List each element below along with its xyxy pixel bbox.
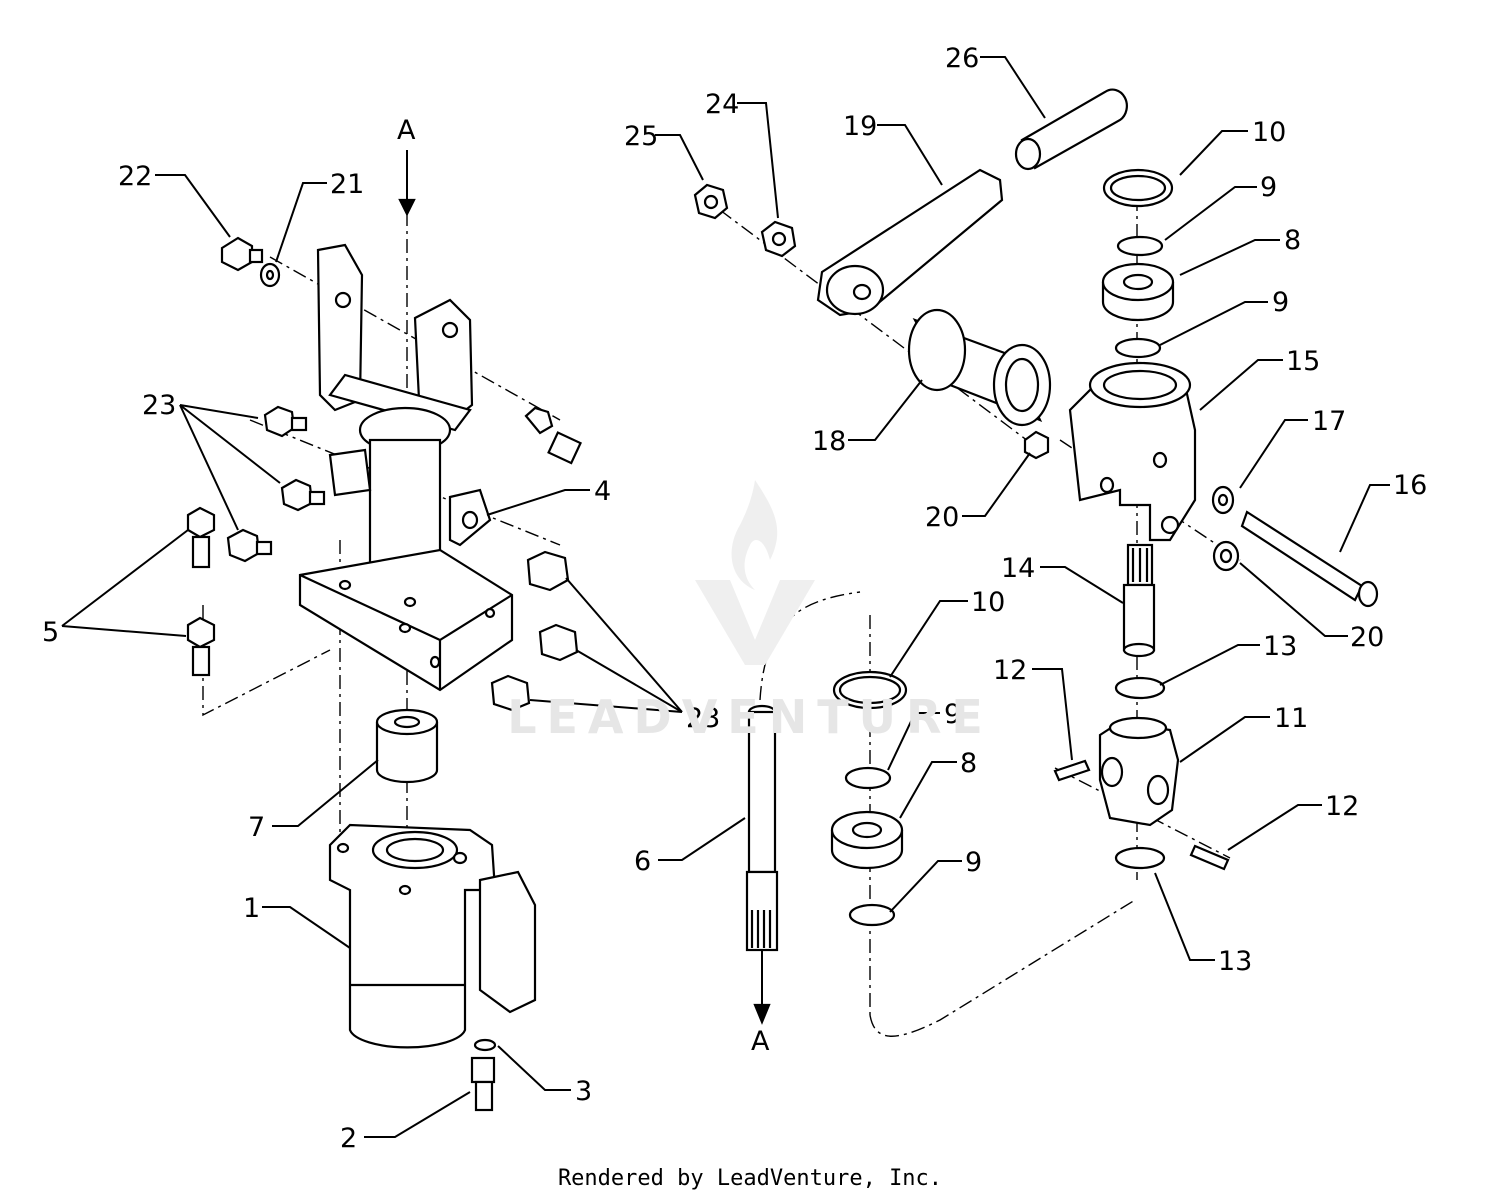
callout-24: 24 bbox=[705, 89, 739, 120]
callout-4: 4 bbox=[594, 476, 611, 507]
part-3-o-ring bbox=[473, 1038, 497, 1052]
callout-3: 3 bbox=[575, 1076, 592, 1107]
callout-12-right: 12 bbox=[1325, 791, 1359, 822]
part-13-ring-upper bbox=[1114, 676, 1166, 700]
part-9-ring-upper-b bbox=[1114, 337, 1162, 359]
callout-13-upper: 13 bbox=[1263, 631, 1297, 662]
callout-9-lower-a: 9 bbox=[944, 699, 961, 730]
part-12-roll-pin-b bbox=[1189, 844, 1230, 871]
part-11-universal-joint bbox=[1098, 716, 1180, 827]
part-22-bolt bbox=[220, 236, 264, 272]
part-13-ring-lower bbox=[1114, 846, 1166, 870]
footer-credit: Rendered by LeadVenture, Inc. bbox=[557, 1166, 943, 1191]
part-15-gear-housing bbox=[1068, 361, 1197, 542]
part-10-snap-ring-lower bbox=[832, 670, 908, 710]
part-12-roll-pin-a bbox=[1053, 759, 1091, 782]
callout-23-left: 23 bbox=[142, 390, 176, 421]
callout-15: 15 bbox=[1286, 346, 1320, 377]
part-5-bolts bbox=[186, 506, 216, 677]
callout-5: 5 bbox=[42, 617, 59, 648]
callout-8-lower: 8 bbox=[960, 748, 977, 779]
callout-2: 2 bbox=[340, 1123, 357, 1154]
callout-7: 7 bbox=[248, 812, 265, 843]
part-8-bearing-lower bbox=[830, 810, 904, 870]
part-9-ring-upper-a bbox=[1116, 235, 1164, 257]
part-24-nut bbox=[760, 220, 797, 258]
part-8-bearing-upper bbox=[1101, 262, 1175, 322]
part-17-washer bbox=[1211, 485, 1235, 515]
part-23-fittings-right bbox=[490, 406, 582, 712]
callout-20-right: 20 bbox=[1350, 622, 1384, 653]
part-18-bevel-gear bbox=[907, 308, 1052, 427]
callout-11: 11 bbox=[1274, 703, 1308, 734]
callout-10-upper: 10 bbox=[1252, 117, 1286, 148]
part-23-fittings-left bbox=[226, 405, 326, 563]
callout-10-lower: 10 bbox=[971, 587, 1005, 618]
callout-20-left: 20 bbox=[925, 502, 959, 533]
callout-21: 21 bbox=[330, 169, 364, 200]
part-16-pin bbox=[1240, 510, 1379, 608]
callout-labels: 26 25 24 19 10 9 8 9 15 17 18 16 20 20 1… bbox=[42, 43, 1427, 1154]
callout-9-upper-a: 9 bbox=[1260, 172, 1277, 203]
callout-12-left: 12 bbox=[993, 655, 1027, 686]
callout-14: 14 bbox=[1001, 553, 1035, 584]
part-20-bushing-b bbox=[1212, 540, 1240, 572]
callout-13-lower: 13 bbox=[1218, 946, 1252, 977]
callout-16: 16 bbox=[1393, 470, 1427, 501]
part-4-steering-support bbox=[298, 243, 514, 692]
part-20-bushing-a bbox=[1023, 430, 1050, 460]
part-14-pinion-shaft bbox=[1122, 543, 1156, 658]
callout-8-upper: 8 bbox=[1284, 225, 1301, 256]
callout-9-lower-b: 9 bbox=[965, 847, 982, 878]
callout-9-upper-b: 9 bbox=[1272, 287, 1289, 318]
callout-A-bottom: A bbox=[751, 1026, 770, 1057]
watermark-logo-icon bbox=[695, 480, 815, 665]
callout-22: 22 bbox=[118, 161, 152, 192]
leader-lines bbox=[61, 56, 1390, 1138]
callout-18: 18 bbox=[812, 426, 846, 457]
part-25-nut bbox=[693, 183, 729, 220]
callout-6: 6 bbox=[634, 846, 651, 877]
callout-19: 19 bbox=[843, 111, 877, 142]
callout-17: 17 bbox=[1312, 406, 1346, 437]
callout-1: 1 bbox=[243, 893, 260, 924]
callout-26: 26 bbox=[945, 43, 979, 74]
part-19-lever bbox=[816, 168, 1004, 317]
callout-25: 25 bbox=[624, 121, 658, 152]
part-2-fitting bbox=[470, 1056, 496, 1112]
part-7-spacer bbox=[375, 708, 439, 784]
part-21-washer bbox=[259, 262, 281, 288]
watermark-text: LEADVENTURE bbox=[507, 690, 993, 744]
part-26-sleeve bbox=[1014, 88, 1128, 171]
part-9-ring-lower-a bbox=[844, 766, 892, 790]
callout-23-right: 23 bbox=[686, 703, 720, 734]
callout-A-top: A bbox=[397, 115, 416, 146]
part-9-ring-lower-b bbox=[848, 903, 896, 927]
part-1-steering-unit bbox=[328, 823, 537, 1049]
part-6-steering-shaft bbox=[745, 704, 779, 952]
part-10-snap-ring-upper bbox=[1102, 168, 1174, 208]
